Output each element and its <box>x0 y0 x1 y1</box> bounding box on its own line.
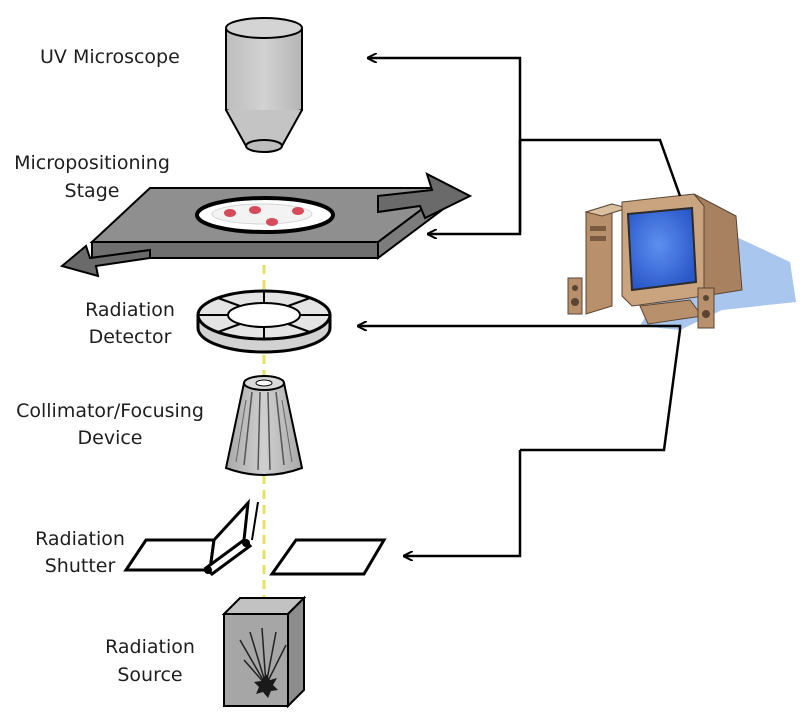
uv-microscope-icon <box>225 17 303 153</box>
sample-cell <box>224 209 236 217</box>
label-shutter-line1: Radiation <box>35 528 125 550</box>
arrow-to-shutter <box>404 450 522 556</box>
connection-lines <box>358 58 682 556</box>
monitor-screen <box>626 206 698 292</box>
monitor-icon <box>621 193 743 325</box>
micropositioning-stage-icon <box>59 172 473 278</box>
speaker-right-icon <box>697 287 715 329</box>
computer-icon <box>567 193 796 330</box>
radiation-shutter-icon <box>123 498 387 576</box>
arrow-to-stage <box>428 140 522 234</box>
label-detector-line2: Detector <box>88 326 172 348</box>
collimator-focusing-device-icon <box>224 375 304 476</box>
speaker-left-icon <box>567 277 583 315</box>
label-stage-line2: Stage <box>64 180 120 202</box>
radiation-detector-icon <box>196 289 332 354</box>
label-shutter-line2: Shutter <box>44 555 116 577</box>
label-uv-microscope: UV Microscope <box>40 46 180 68</box>
radiation-source-icon <box>221 595 307 709</box>
tower-icon <box>584 203 630 315</box>
label-collimator-line2: Device <box>77 427 143 449</box>
label-stage-line1: Micropositioning <box>14 152 170 174</box>
stage-arrow-left-icon <box>59 244 151 278</box>
stage-arrow-right-icon <box>377 172 473 220</box>
label-collimator-line1: Collimator/Focusing <box>16 400 204 422</box>
label-detector-line1: Radiation <box>85 299 175 321</box>
label-source-line2: Source <box>117 664 183 686</box>
label-source-line1: Radiation <box>105 636 195 658</box>
sample-cell <box>249 206 261 214</box>
sample-cell <box>266 218 278 226</box>
sample-cell <box>292 207 304 215</box>
